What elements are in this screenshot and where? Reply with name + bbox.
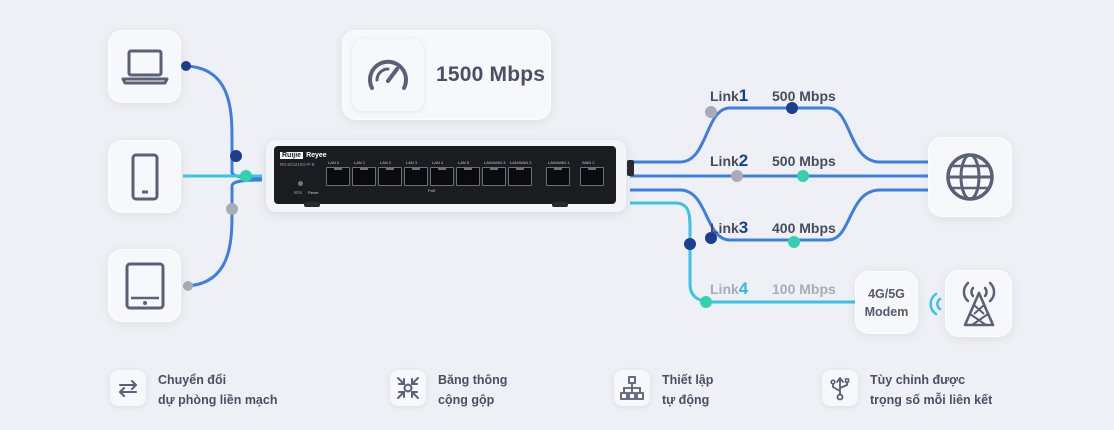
- failover-arrows-icon: [119, 380, 137, 397]
- ethernet-port: [482, 167, 506, 186]
- aggregation-icon-box: [390, 370, 426, 406]
- tablet-card: [108, 249, 181, 322]
- router-foot: [552, 202, 568, 207]
- feature-2-line2: cộng gộp: [438, 393, 495, 407]
- feature-4-line2: trọng số mỗi liên kết: [870, 393, 993, 407]
- link4-dot-blue: [684, 238, 696, 250]
- ethernet-port: [580, 167, 604, 186]
- feature-weighting: Tùy chỉnh được trọng số mỗi liên kết: [822, 370, 992, 410]
- feature-aggregation: Băng thông cộng gộp: [390, 370, 507, 410]
- ethernet-port: [378, 167, 402, 186]
- port-label: LAN 1: [354, 160, 366, 165]
- link1-dot-grey: [705, 106, 717, 118]
- modem-line1: 4G/5G: [868, 286, 905, 301]
- tablet-wire-dot: [183, 281, 193, 291]
- feature-2-line1: Băng thông: [438, 373, 508, 387]
- speedometer-icon: [368, 59, 408, 90]
- hierarchy-icon-box: [614, 370, 650, 406]
- link1-speed: 500 Mbps: [772, 88, 836, 104]
- router-side-knob: [627, 160, 634, 176]
- port-label: LAN 0: [328, 160, 340, 165]
- router-model: RG-EG210G-P-E: [280, 162, 315, 167]
- ethernet-port: [404, 167, 428, 186]
- port-label: LAN 4: [432, 160, 444, 165]
- phone-card: [108, 140, 181, 213]
- port-label: LAN/WAN 1: [548, 160, 570, 165]
- link1-label: Link1: [710, 86, 749, 105]
- wireless-signal-icon: [929, 292, 942, 316]
- link4-label: Link4: [710, 279, 749, 298]
- port-label: LAN/WAN 3: [484, 160, 506, 165]
- link1-wire: [630, 106, 928, 164]
- link2-dot-teal: [797, 170, 809, 182]
- cell-tower-icon: [962, 281, 995, 326]
- feature-4-line1: Tùy chỉnh được: [870, 373, 966, 387]
- link3-label: Link3: [710, 218, 749, 237]
- laptop-icon: [121, 49, 168, 84]
- poe-label: PoE: [428, 188, 436, 193]
- port-label: LAN 2: [380, 160, 392, 165]
- feature-1-line2: dự phòng liền mạch: [158, 393, 278, 407]
- port-label: LAN 3: [406, 160, 418, 165]
- link3-speed: 400 Mbps: [772, 220, 836, 236]
- ethernet-port: [352, 167, 376, 186]
- link2-speed: 500 Mbps: [772, 153, 836, 169]
- ethernet-port: [508, 167, 532, 186]
- feature-auto-setup: Thiết lập tự động: [614, 370, 713, 410]
- ethernet-port: [456, 167, 480, 186]
- ethernet-port: [326, 167, 350, 186]
- modem-line2: Modem: [864, 304, 909, 319]
- feature-1-line1: Chuyển đổi: [158, 373, 227, 387]
- aggregation-icon: [397, 377, 419, 399]
- link3-dot-teal: [788, 236, 800, 248]
- failover-arrows-icon-box: [110, 370, 146, 406]
- port-label: WAN 2: [582, 160, 595, 165]
- tablet-wire: [182, 178, 263, 288]
- link4-dot-teal: [700, 296, 712, 308]
- speedometer-icon-box: [352, 39, 424, 111]
- feature-failover: Chuyển đổi dự phòng liền mạch: [110, 370, 277, 410]
- reset-label: Reset: [308, 190, 319, 195]
- internet-card: [928, 137, 1012, 217]
- ethernet-port: [430, 167, 454, 186]
- junction-dot-blue: [230, 150, 242, 162]
- junction-dot-teal: [240, 170, 252, 182]
- link2-dot-grey: [731, 170, 743, 182]
- phone-icon: [131, 153, 158, 200]
- link3-wire: [630, 188, 928, 242]
- link1-dot-blue: [786, 102, 798, 114]
- bandwidth-card: 1500 Mbps: [342, 30, 551, 120]
- sts-led: [298, 181, 303, 186]
- sts-label: STS: [294, 190, 302, 195]
- laptop-wire-dot: [181, 61, 191, 71]
- link3-dot-blue: [705, 232, 717, 244]
- port-label: LAN/WAN 2: [510, 160, 532, 165]
- junction-dot-grey: [226, 203, 238, 215]
- port-label: LAN 5: [458, 160, 470, 165]
- usb-fork-icon-box: [822, 370, 858, 406]
- globe-icon: [946, 153, 994, 201]
- link4-speed: 100 Mbps: [772, 281, 836, 297]
- modem-card: 4G/5G Modem: [855, 271, 918, 334]
- cell-tower-card: [945, 270, 1012, 337]
- laptop-card: [108, 30, 181, 103]
- router-foot: [304, 202, 320, 207]
- hierarchy-icon: [620, 376, 644, 400]
- tablet-icon: [125, 262, 164, 309]
- link2-label: Link2: [710, 151, 749, 170]
- ethernet-port: [546, 167, 570, 186]
- bandwidth-value: 1500 Mbps: [436, 63, 546, 86]
- feature-3-line1: Thiết lập: [662, 373, 714, 387]
- laptop-wire: [182, 64, 263, 180]
- usb-fork-icon: [830, 377, 850, 401]
- feature-3-line2: tự động: [662, 393, 710, 407]
